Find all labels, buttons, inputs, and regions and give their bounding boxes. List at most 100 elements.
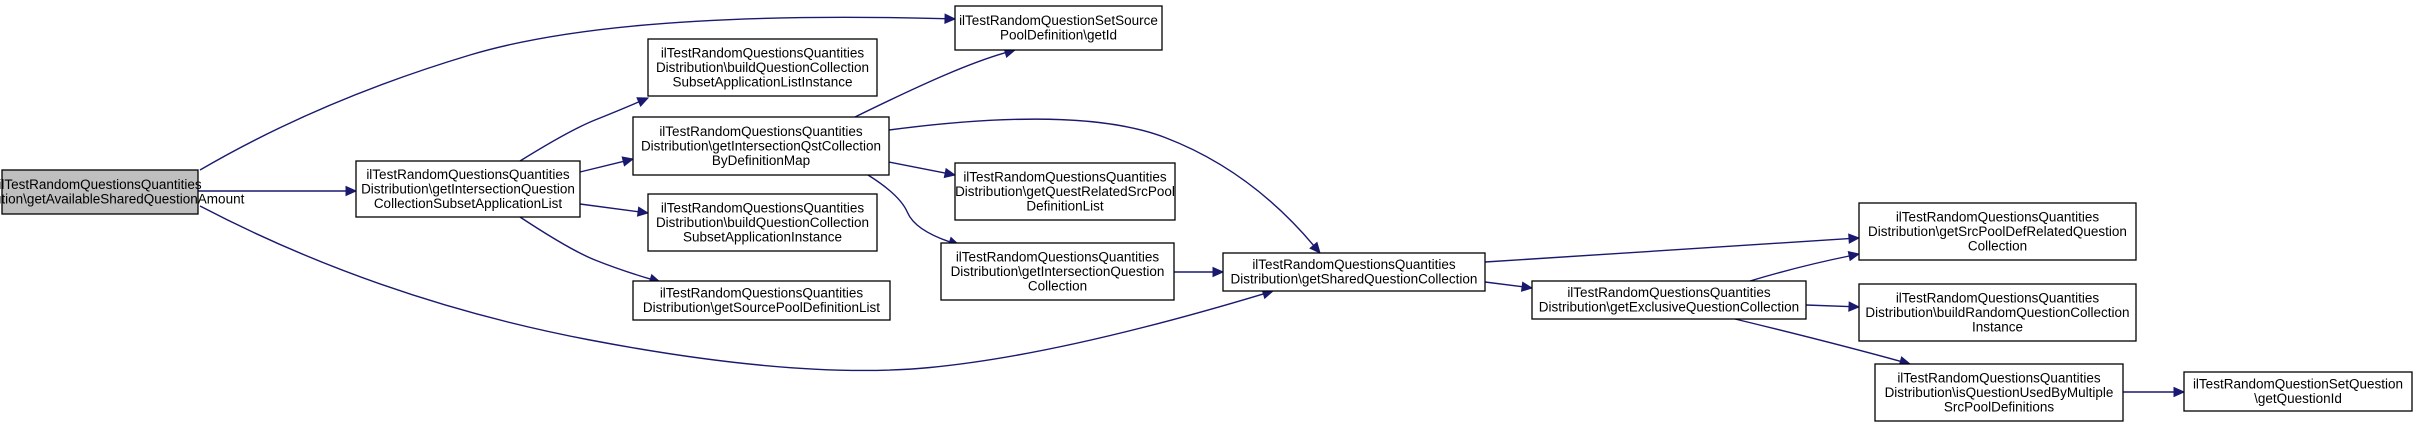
edge-get-intersection-qst-collection-by-definition-map-to-get-shared-question-collection bbox=[888, 118, 1321, 254]
node-get-src-pool-def-related-question-collection[interactable]: ilTestRandomQuestionsQuantitiesDistribut… bbox=[1858, 202, 2137, 261]
node-is-question-used-by-multiple-src-pool-definitions[interactable]: ilTestRandomQuestionsQuantitiesDistribut… bbox=[1874, 363, 2124, 422]
edge-line bbox=[1734, 318, 1901, 362]
node-box bbox=[1222, 252, 1486, 292]
node-box bbox=[1858, 283, 2137, 342]
node-label-line: ilTestRandomQuestionsQuantities bbox=[963, 169, 1167, 184]
node-label-line: CollectionSubsetApplicationList bbox=[374, 196, 563, 211]
edges-layer bbox=[198, 13, 2186, 398]
node-label-line: ilTestRandomQuestionsQuantities bbox=[366, 167, 570, 182]
node-label-line: SubsetApplicationListInstance bbox=[672, 74, 852, 89]
node-label-line: Distribution\getIntersectionQuestion bbox=[951, 264, 1165, 279]
edge-get-shared-question-collection-to-get-src-pool-def-related-question-collection bbox=[1484, 233, 1861, 263]
node-build-question-collection-subset-application-list-instance[interactable]: ilTestRandomQuestionsQuantitiesDistribut… bbox=[647, 38, 878, 97]
arrowhead bbox=[2173, 386, 2186, 398]
node-label-line: ilTestRandomQuestionsQuantities bbox=[956, 249, 1160, 264]
node-box bbox=[632, 280, 891, 321]
node-get-exclusive-question-collection[interactable]: ilTestRandomQuestionsQuantitiesDistribut… bbox=[1531, 280, 1807, 320]
edge-line bbox=[1484, 281, 1523, 288]
node-label-line: Distribution\getIntersectionQstCollectio… bbox=[641, 138, 881, 153]
node-label-line: Distribution\getExclusiveQuestionCollect… bbox=[1539, 300, 1799, 315]
arrowhead bbox=[1847, 250, 1861, 262]
edge-get-intersection-question-collection-subset-application-list-to-get-intersection-qst-collection-by-definition-map bbox=[579, 156, 635, 173]
edge-get-intersection-question-collection-subset-application-list-to-build-question-collection-subset-application-instance bbox=[579, 203, 650, 217]
arrowhead bbox=[1212, 266, 1225, 278]
edge-line bbox=[888, 118, 1315, 246]
node-label-line: SrcPoolDefinitions bbox=[1944, 399, 2055, 414]
node-box bbox=[355, 160, 581, 218]
node-get-intersection-question-collection-subset-application-list[interactable]: ilTestRandomQuestionsQuantitiesDistribut… bbox=[355, 160, 581, 218]
node-label-line: PoolDefinition\getId bbox=[1000, 28, 1117, 43]
edge-get-intersection-qst-collection-by-definition-map-to-get-id bbox=[854, 47, 1017, 118]
edge-is-question-used-by-multiple-src-pool-definitions-to-get-question-id bbox=[2123, 386, 2186, 398]
edge-line bbox=[867, 174, 950, 243]
node-get-intersection-question-collection[interactable]: ilTestRandomQuestionsQuantitiesDistribut… bbox=[940, 242, 1175, 301]
node-label-line: ilTestRandomQuestionsQuantities bbox=[1896, 209, 2100, 224]
node-label-line: \getQuestionId bbox=[2254, 391, 2342, 406]
node-label-line: Distribution\getSharedQuestionCollection bbox=[1231, 272, 1478, 287]
edge-get-intersection-qst-collection-by-definition-map-to-get-quest-related-src-pool-definition-list bbox=[888, 161, 957, 179]
node-label-line: Instance bbox=[1972, 319, 2023, 334]
node-label-line: Distribution\getSourcePoolDefinitionList bbox=[643, 300, 880, 315]
edge-get-intersection-qst-collection-by-definition-map-to-get-intersection-question-collection bbox=[867, 174, 961, 247]
node-box bbox=[632, 116, 890, 176]
node-label-line: ilTestRandomQuestionsQuantities bbox=[659, 124, 863, 139]
edge-get-intersection-question-collection-subset-application-list-to-get-source-pool-definition-list bbox=[519, 216, 662, 284]
node-get-quest-related-src-pool-definition-list[interactable]: ilTestRandomQuestionsQuantitiesDistribut… bbox=[954, 162, 1176, 221]
node-get-intersection-qst-collection-by-definition-map[interactable]: ilTestRandomQuestionsQuantitiesDistribut… bbox=[632, 116, 890, 176]
node-label-line: ilTestRandomQuestionsQuantities bbox=[1897, 370, 2101, 385]
edge-get-intersection-question-collection-subset-application-list-to-build-question-collection-subset-application-list-instance bbox=[519, 97, 650, 162]
node-label-line: Distribution\getSrcPoolDefRelatedQuestio… bbox=[1868, 224, 2127, 239]
edge-line bbox=[854, 52, 1006, 118]
node-label-line: Distribution\buildQuestionCollection bbox=[656, 60, 869, 75]
node-get-shared-question-collection[interactable]: ilTestRandomQuestionsQuantitiesDistribut… bbox=[1222, 252, 1486, 292]
node-box bbox=[954, 162, 1176, 221]
nodes-layer: ilTestRandomQuestionsQuantitiesDistribut… bbox=[0, 5, 2413, 422]
node-box bbox=[1874, 363, 2124, 422]
node-root[interactable]: ilTestRandomQuestionsQuantitiesDistribut… bbox=[0, 169, 245, 215]
edge-line bbox=[888, 161, 946, 174]
edge-line bbox=[519, 216, 651, 280]
node-box bbox=[647, 193, 878, 252]
arrowhead bbox=[1848, 233, 1861, 244]
edge-get-exclusive-question-collection-to-get-src-pool-def-related-question-collection bbox=[1749, 250, 1861, 282]
node-label-line: Distribution\getIntersectionQuestion bbox=[361, 181, 575, 196]
node-label-line: SubsetApplicationInstance bbox=[683, 229, 842, 244]
edge-line bbox=[1749, 255, 1850, 282]
node-box bbox=[954, 5, 1163, 51]
node-label-line: Distribution\buildRandomQuestionCollecti… bbox=[1865, 305, 2129, 320]
edge-line bbox=[199, 16, 946, 171]
edge-line bbox=[1484, 237, 1850, 263]
edge-line bbox=[579, 203, 639, 213]
node-label-line: ByDefinitionMap bbox=[712, 153, 810, 168]
node-box bbox=[2183, 371, 2413, 412]
node-label-line: ilTestRandomQuestionSetSource bbox=[959, 13, 1158, 28]
node-box bbox=[1531, 280, 1807, 320]
node-box bbox=[647, 38, 878, 97]
node-label-line: ilTestRandomQuestionsQuantities bbox=[1567, 285, 1771, 300]
node-label-line: Distribution\isQuestionUsedByMultiple bbox=[1885, 385, 2114, 400]
node-get-source-pool-definition-list[interactable]: ilTestRandomQuestionsQuantitiesDistribut… bbox=[632, 280, 891, 321]
node-label-line: Distribution\buildQuestionCollection bbox=[656, 215, 869, 230]
node-label-line: ilTestRandomQuestionsQuantities bbox=[660, 286, 864, 301]
arrowhead bbox=[345, 185, 358, 197]
node-label-line: ilTestRandomQuestionsQuantities bbox=[0, 177, 202, 192]
arrowhead bbox=[621, 156, 635, 167]
arrowhead bbox=[1520, 281, 1534, 292]
node-box bbox=[940, 242, 1175, 301]
edge-root-to-get-id bbox=[199, 13, 957, 171]
arrowhead bbox=[636, 97, 650, 108]
node-label-line: ilTestRandomQuestionsQuantities bbox=[1896, 290, 2100, 305]
node-label-line: Collection bbox=[1968, 238, 2027, 253]
node-box bbox=[1858, 202, 2137, 261]
node-build-random-question-collection-instance[interactable]: ilTestRandomQuestionsQuantitiesDistribut… bbox=[1858, 283, 2137, 342]
edge-line bbox=[519, 101, 640, 162]
node-build-question-collection-subset-application-instance[interactable]: ilTestRandomQuestionsQuantitiesDistribut… bbox=[647, 193, 878, 252]
arrowhead bbox=[943, 167, 957, 179]
arrowhead bbox=[944, 13, 957, 24]
node-get-id[interactable]: ilTestRandomQuestionSetSourcePoolDefinit… bbox=[954, 5, 1163, 51]
node-label-line: DefinitionList bbox=[1026, 198, 1104, 213]
node-label-line: Collection bbox=[1028, 278, 1087, 293]
node-get-question-id[interactable]: ilTestRandomQuestionSetQuestion\getQuest… bbox=[2183, 371, 2413, 412]
edge-root-to-get-intersection-question-collection-subset-application-list bbox=[198, 185, 358, 197]
